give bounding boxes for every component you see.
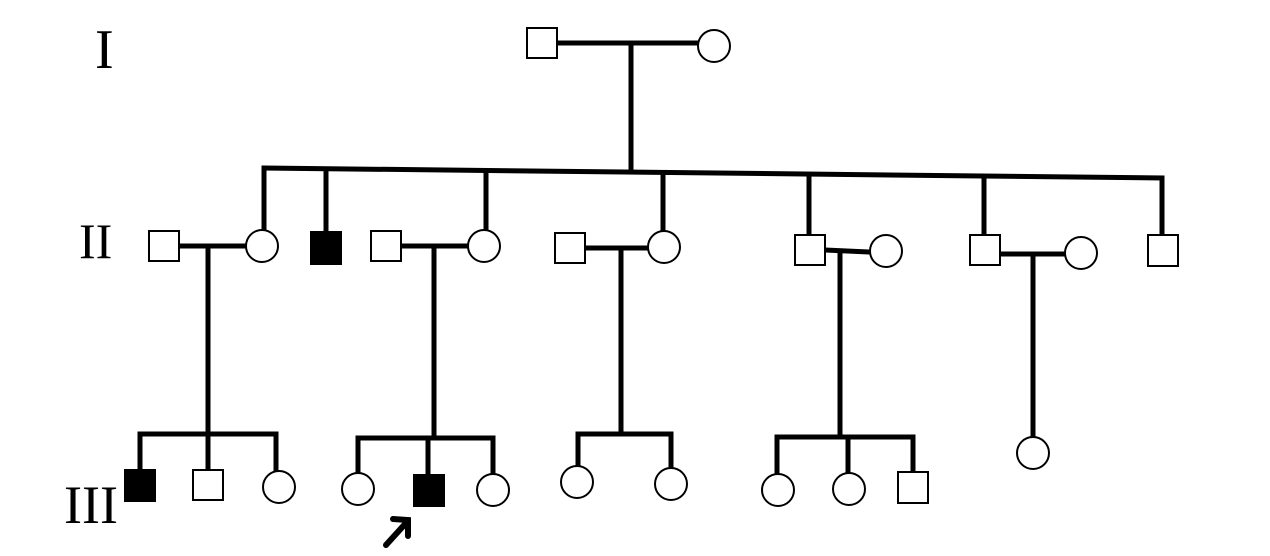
pedigree-lines	[137, 40, 1165, 478]
female-unaffected	[467, 229, 501, 263]
generation-label-ii: II	[79, 213, 112, 269]
female-unaffected	[245, 229, 279, 263]
female-unaffected	[560, 465, 594, 499]
male-unaffected	[148, 230, 180, 262]
female-unaffected	[647, 230, 681, 264]
individuals	[124, 27, 1179, 507]
male-unaffected	[1147, 234, 1179, 267]
sibship-line	[261, 165, 1165, 181]
female-unaffected	[832, 472, 866, 506]
generation-label-iii: III	[64, 475, 118, 535]
male-affected	[124, 469, 156, 502]
generation-label-i: I	[95, 19, 114, 81]
female-unaffected	[654, 467, 688, 501]
male-affected-proband	[413, 474, 445, 507]
male-unaffected	[192, 469, 224, 501]
male-unaffected	[897, 471, 929, 504]
male-unaffected	[794, 234, 826, 266]
female-unaffected	[1064, 236, 1098, 270]
female-unaffected	[697, 29, 731, 63]
male-unaffected	[526, 27, 558, 59]
male-affected	[310, 231, 342, 265]
female-unaffected	[262, 470, 296, 504]
female-unaffected	[341, 472, 375, 506]
male-unaffected	[969, 234, 1001, 266]
male-unaffected	[370, 230, 402, 262]
proband-arrow-icon	[383, 516, 411, 548]
female-unaffected	[761, 473, 795, 507]
male-unaffected	[554, 232, 586, 264]
female-unaffected	[869, 234, 903, 268]
mating-line	[822, 247, 872, 255]
female-unaffected	[1016, 436, 1050, 470]
female-unaffected	[476, 473, 510, 507]
